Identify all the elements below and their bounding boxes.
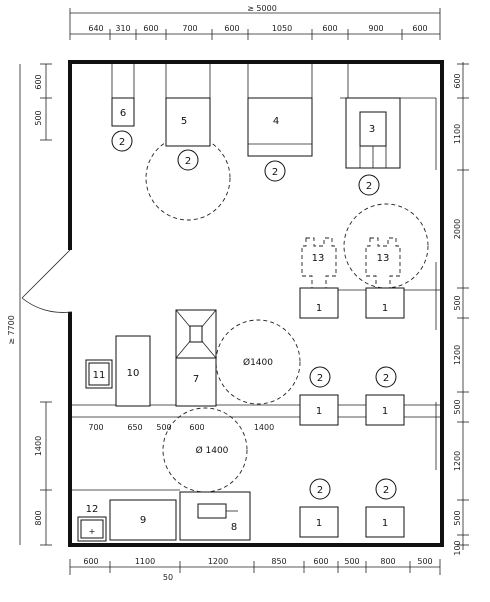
item-1-tables: 1 1 1 1 1 1 xyxy=(299,287,405,538)
bottom-dimension-chain: 600 1100 1200 850 600 500 800 500 50 xyxy=(69,557,441,582)
table-label-4: 1 xyxy=(382,406,388,417)
item-8-label: 8 xyxy=(231,522,237,533)
stool-label-1: 2 xyxy=(119,137,125,148)
item-7-label: 7 xyxy=(193,374,199,385)
right-dim-3: 2000 xyxy=(453,219,462,239)
right-dim-2: 1100 xyxy=(453,124,462,144)
item-5-label: 5 xyxy=(181,116,187,127)
circle-label-1: Ø1400 xyxy=(243,357,273,368)
item-13-label-1: 13 xyxy=(312,253,325,264)
left-dim-2: 500 xyxy=(34,110,43,125)
top-dim-6: 1050 xyxy=(272,24,292,33)
table-label-1: 1 xyxy=(316,303,322,314)
table-label-6: 1 xyxy=(382,518,388,529)
right-dimension-chain: 600 1100 2000 500 1200 500 1200 500 100 xyxy=(453,62,469,556)
item-13-machines: 13 13 xyxy=(301,237,401,297)
item-13-label-2: 13 xyxy=(377,253,390,264)
left-dimension-chain: ≥ 7700 600 500 1400 800 xyxy=(7,63,52,546)
top-dim-5: 600 xyxy=(224,24,239,33)
item-9-unit: 9 xyxy=(109,499,177,541)
top-dim-4: 700 xyxy=(182,24,197,33)
sink-icon: + xyxy=(89,527,96,536)
bottom-dim-extra: 50 xyxy=(163,573,173,582)
bottom-dim-2: 1100 xyxy=(135,557,155,566)
right-dim-9: 100 xyxy=(453,540,462,555)
interior-dimensions: 700 650 500 600 1400 xyxy=(88,423,274,432)
bottom-dim-5: 600 xyxy=(313,557,328,566)
top-dim-9: 600 xyxy=(412,24,427,33)
room-walls xyxy=(68,60,444,547)
entrance-door xyxy=(21,249,72,313)
left-dim-1: 600 xyxy=(34,74,43,89)
item-6-label: 6 xyxy=(120,108,126,119)
item-5-unit: 5 xyxy=(165,64,211,147)
table-label-3: 1 xyxy=(316,406,322,417)
interior-dim-5: 1400 xyxy=(254,423,274,432)
item-9-label: 9 xyxy=(140,515,146,526)
interior-dim-3: 500 xyxy=(156,423,171,432)
bottom-dim-4: 850 xyxy=(271,557,286,566)
item-8-unit: 8 xyxy=(179,491,251,541)
stool-label-2: 2 xyxy=(185,156,191,167)
right-dim-5: 1200 xyxy=(453,345,462,365)
item-7-unit: 7 xyxy=(175,309,217,407)
top-dimension-chain: ≥ 5000 640 310 600 700 600 1050 600 900 … xyxy=(69,4,441,40)
item-4-label: 4 xyxy=(273,116,279,127)
item-2-stools: 2 2 2 2 2 2 2 2 xyxy=(111,130,397,500)
stool-label-8: 2 xyxy=(383,485,389,496)
stool-label-4: 2 xyxy=(366,181,372,192)
stool-label-7: 2 xyxy=(317,485,323,496)
bottom-dim-8: 500 xyxy=(417,557,432,566)
bottom-dim-3: 1200 xyxy=(208,557,228,566)
top-dim-8: 900 xyxy=(368,24,383,33)
bottom-dim-1: 600 xyxy=(83,557,98,566)
left-dim-4: 800 xyxy=(34,510,43,525)
item-4-unit: 4 xyxy=(247,64,313,157)
item-11-label: 11 xyxy=(93,370,106,381)
item-12-label: 12 xyxy=(86,504,99,515)
left-dim-3: 1400 xyxy=(34,436,43,456)
right-dim-4: 500 xyxy=(453,295,462,310)
top-dim-1: 640 xyxy=(88,24,103,33)
overall-width-label: ≥ 5000 xyxy=(247,4,277,13)
stool-label-5: 2 xyxy=(317,373,323,384)
item-3-unit: 3 xyxy=(345,64,401,169)
stool-label-6: 2 xyxy=(383,373,389,384)
table-label-5: 1 xyxy=(316,518,322,529)
interior-dim-4: 600 xyxy=(189,423,204,432)
item-6-cabinet: 6 xyxy=(111,64,135,127)
interior-dim-2: 650 xyxy=(127,423,142,432)
top-dim-7: 600 xyxy=(322,24,337,33)
circle-label-2: Ø 1400 xyxy=(196,445,229,456)
bottom-dim-7: 800 xyxy=(380,557,395,566)
overall-depth-label: ≥ 7700 xyxy=(7,315,16,345)
item-10-unit: 10 xyxy=(115,335,151,407)
item-12-sink: 12 + xyxy=(77,504,107,542)
right-dim-7: 1200 xyxy=(453,451,462,471)
right-dim-1: 600 xyxy=(453,73,462,88)
bottom-dim-6: 500 xyxy=(344,557,359,566)
item-3-label: 3 xyxy=(369,124,375,135)
item-11-unit: 11 xyxy=(85,359,113,389)
right-dim-6: 500 xyxy=(453,399,462,414)
item-10-label: 10 xyxy=(127,368,140,379)
top-dim-2: 310 xyxy=(115,24,130,33)
stool-label-3: 2 xyxy=(272,167,278,178)
right-dim-8: 500 xyxy=(453,510,462,525)
top-dim-3: 600 xyxy=(143,24,158,33)
interior-dim-1: 700 xyxy=(88,423,103,432)
table-label-2: 1 xyxy=(382,303,388,314)
